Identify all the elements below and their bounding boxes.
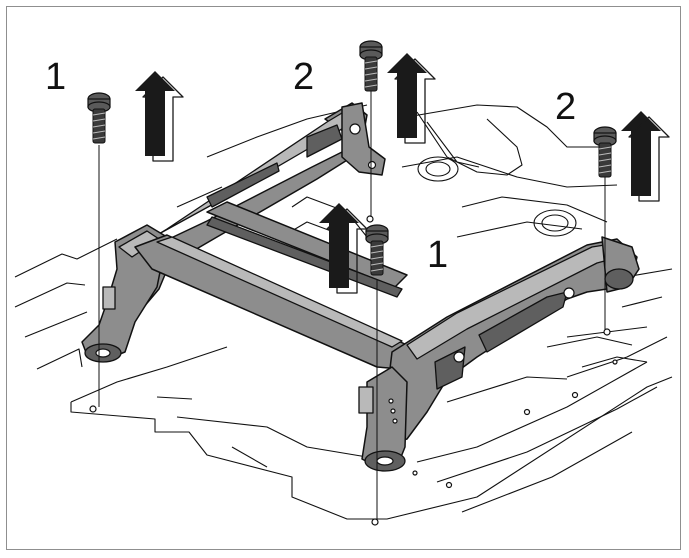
floor-hole-rear-right <box>603 328 611 336</box>
seat-frame-diagram: 1 2 2 1 <box>14 40 673 526</box>
front-center-dot-3 <box>392 418 398 424</box>
front-center-dot-1 <box>388 398 394 404</box>
callout-rear-right: 2 <box>555 86 576 128</box>
rear-left-bracket-boss <box>367 160 377 170</box>
floor-front-left-step <box>156 396 193 400</box>
floor-hole-small-3 <box>445 481 453 489</box>
bolt-front-left-group <box>87 92 111 144</box>
left-front-foot-hole <box>95 348 111 358</box>
floor-line-mid-4 <box>456 221 583 238</box>
floor-boss-2-inner <box>541 214 569 232</box>
left-front-latch <box>102 286 116 310</box>
floor-hole-front-left <box>89 405 97 413</box>
right-rail-hole-2 <box>453 351 465 363</box>
floor-line-back-3 <box>176 186 223 208</box>
front-center-dot-2 <box>390 408 396 414</box>
floor-boss-2 <box>533 209 577 237</box>
seat-frame <box>81 102 640 472</box>
callout-rear-left: 2 <box>293 56 314 98</box>
up-arrow-icon <box>135 71 184 162</box>
bolt-front-center-group <box>365 224 389 276</box>
bolt-guides <box>98 73 606 519</box>
floor-line-right-2 <box>621 296 663 308</box>
floor-line-left-2 <box>14 282 86 308</box>
bolt-icon <box>593 126 617 178</box>
bolt-icon <box>365 224 389 276</box>
diagram-figure: 1 2 2 1 <box>6 6 681 550</box>
up-arrow-icon <box>387 53 436 144</box>
floor-line-left-1 <box>14 238 118 278</box>
right-rear-foot <box>604 268 634 290</box>
floor-outline-bottom <box>70 376 673 520</box>
floor-right-rail-2 <box>581 356 648 368</box>
floor-hole-small-1 <box>571 391 579 399</box>
rear-left-bracket <box>341 102 386 176</box>
callout-front-left: 1 <box>45 56 66 98</box>
floor-line-back-4 <box>401 156 618 188</box>
floor-rib-front <box>176 416 368 458</box>
up-arrow-icon <box>621 111 670 202</box>
floor-line-mid-3 <box>461 196 608 223</box>
floor-boss-1-inner <box>425 161 451 177</box>
front-cross-member <box>134 234 408 370</box>
floor-channel <box>416 111 523 176</box>
floor-channel-inner <box>426 121 480 168</box>
right-rail-hole-1 <box>563 287 575 299</box>
floor-hole-small-5 <box>612 359 618 365</box>
floor-hole-rear-left <box>366 215 374 223</box>
up-arrow-icon <box>319 203 368 294</box>
bolt-rear-right-group <box>593 126 617 178</box>
floor-line-right-1 <box>566 336 668 378</box>
floor-right-rail <box>546 336 633 348</box>
floor-hole-small-4 <box>412 470 418 476</box>
right-rail-slot-1 <box>478 291 568 353</box>
floor-right-rail-3 <box>446 376 568 403</box>
floor-front-step <box>231 446 268 468</box>
floor-line-back-2 <box>406 104 607 148</box>
floor-line-left-4 <box>36 348 83 370</box>
left-rail-slot-rear <box>306 124 343 158</box>
bolt-icon <box>359 40 383 92</box>
bolt-rear-left-group <box>359 40 383 92</box>
floor-line-left-3 <box>24 311 88 338</box>
rear-left-bracket-hole <box>349 123 361 135</box>
floor-rib-right-3 <box>461 431 633 513</box>
front-center-latch <box>358 386 374 414</box>
floor-hole-small-2 <box>523 408 531 416</box>
floor-hole-front-center <box>371 518 379 526</box>
front-cross-member-top <box>156 236 403 348</box>
left-rail-slot <box>206 162 280 208</box>
floor-panel <box>14 104 673 526</box>
floor-boss-1 <box>417 156 459 182</box>
front-center-foot-hole <box>376 456 394 466</box>
callout-front-center: 1 <box>427 234 448 276</box>
floor-rib-right-2 <box>436 386 658 483</box>
bolt-icon <box>87 92 111 144</box>
floor-rib-right <box>416 361 648 463</box>
floor-line-front <box>70 346 228 403</box>
floor-line-mid-1 <box>291 196 368 238</box>
